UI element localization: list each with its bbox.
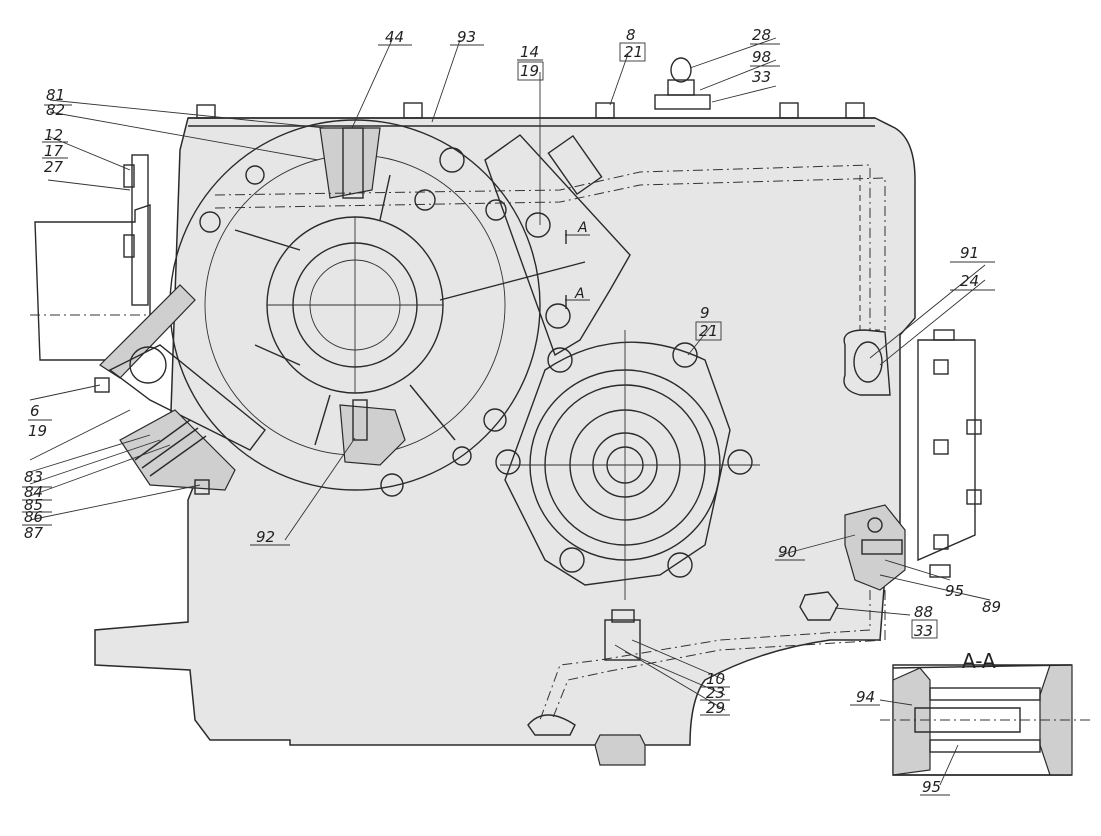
- label-84: 84: [24, 483, 43, 501]
- part-labels: 81 82 12 17 27 44 93 14 19 8 21 28 98 33…: [24, 26, 1001, 796]
- label-24: 24: [960, 272, 979, 290]
- label-8: 8: [626, 26, 636, 44]
- label-19-left: 19: [28, 422, 47, 440]
- label-10: 10: [706, 670, 725, 688]
- section-marker-bottom: A: [574, 286, 585, 302]
- label-81: 81: [46, 86, 65, 104]
- plug-44-section: [319, 127, 381, 199]
- label-88: 88: [914, 603, 933, 621]
- lever-assembly: [94, 284, 266, 495]
- breather-fitting: [654, 57, 711, 110]
- label-95-section: 95: [922, 778, 941, 796]
- label-12: 12: [44, 126, 63, 144]
- drain-plug: [799, 591, 839, 621]
- section-marker-top: A: [577, 220, 588, 236]
- valve-section-90: [844, 504, 906, 591]
- label-82: 82: [46, 101, 65, 119]
- label-85: 85: [24, 496, 43, 514]
- label-91: 91: [960, 244, 979, 262]
- left-flange: [30, 204, 190, 361]
- label-23: 23: [706, 684, 725, 702]
- label-98: 98: [752, 48, 771, 66]
- label-27: 27: [44, 158, 64, 176]
- gearbox-housing: [94, 117, 916, 746]
- label-19-top: 19: [520, 62, 539, 80]
- angled-bracket: [484, 134, 631, 357]
- bottom-drain: [527, 714, 646, 766]
- label-94: 94: [856, 688, 875, 706]
- output-flange: [495, 330, 760, 600]
- label-95-main: 95: [945, 582, 964, 600]
- section-title: A-A: [962, 649, 996, 673]
- left-side-cover: [123, 154, 149, 306]
- right-side-cover: [917, 329, 982, 578]
- label-29: 29: [706, 699, 725, 717]
- label-89: 89: [982, 598, 1001, 616]
- section-marker-a: A A: [565, 220, 588, 309]
- label-92: 92: [256, 528, 275, 546]
- label-9: 9: [700, 304, 710, 322]
- label-33-top: 33: [752, 68, 771, 86]
- label-83: 83: [24, 468, 43, 486]
- label-17: 17: [44, 142, 64, 160]
- section-92: [339, 399, 406, 466]
- leader-lines: [29, 37, 991, 786]
- fitting-23: [604, 609, 641, 661]
- label-33-right: 33: [914, 622, 933, 640]
- label-87: 87: [24, 524, 44, 542]
- label-6: 6: [30, 402, 40, 420]
- label-28: 28: [752, 26, 771, 44]
- pipe-fitting-91: [843, 329, 891, 396]
- label-21-top: 21: [624, 43, 643, 61]
- label-90: 90: [778, 543, 797, 561]
- label-14: 14: [520, 43, 539, 61]
- top-bolts: [196, 102, 865, 119]
- label-86: 86: [24, 508, 43, 526]
- label-93: 93: [457, 28, 476, 46]
- label-21-mid: 21: [699, 322, 718, 340]
- section-a-a-view: [880, 664, 1090, 776]
- label-frames: [22, 42, 995, 796]
- label-44: 44: [385, 28, 404, 46]
